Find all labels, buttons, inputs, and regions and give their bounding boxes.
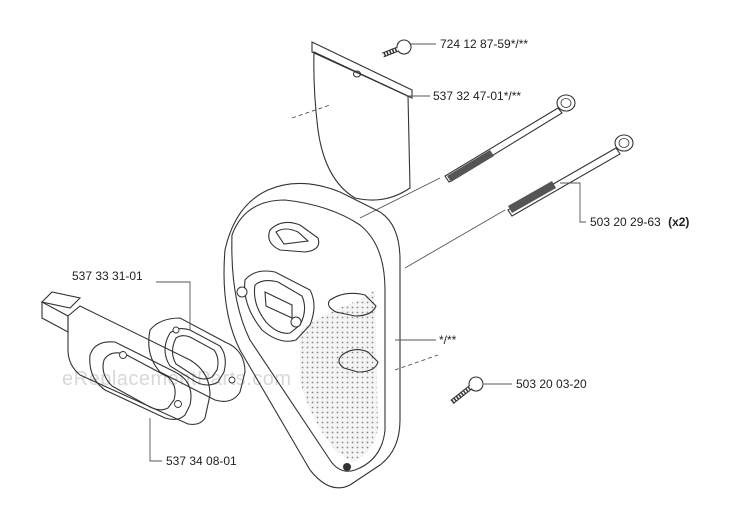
screw-icon: [450, 376, 484, 404]
part-label-muffler: */**: [439, 333, 457, 347]
bolt-axis-line: [359, 177, 441, 219]
leader-line: [156, 281, 191, 330]
leader-line: [560, 182, 586, 223]
part-label-bolt: 503 20 29-63 (x2): [590, 215, 689, 229]
bolt-icon: [507, 134, 634, 217]
part-label-bolt-qty: (x2): [668, 215, 689, 229]
screw-icon: [382, 39, 412, 58]
bracket-icon: [40, 291, 211, 425]
axis-line: [291, 104, 331, 119]
part-label-screw-bottom: 503 20 03-20: [516, 377, 587, 391]
axis-line: [394, 354, 439, 371]
muffler-icon: [223, 182, 401, 489]
spark-screen-icon: [311, 41, 413, 201]
watermark: eReplacementParts.com: [62, 368, 291, 390]
gasket-icon: [148, 317, 246, 402]
bolt-icon: [444, 94, 576, 183]
part-label-gasket-upper: 537 33 31-01: [72, 269, 143, 283]
bolt-axis-line: [404, 209, 506, 269]
part-label-screw-top: 724 12 87-59*/**: [440, 37, 528, 51]
leader-line: [149, 418, 162, 462]
part-label-gasket-lower: 537 34 08-01: [166, 454, 237, 468]
part-label-spark-screen: 537 32 47-01*/**: [433, 89, 521, 103]
part-label-bolt-number: 503 20 29-63: [590, 215, 661, 229]
